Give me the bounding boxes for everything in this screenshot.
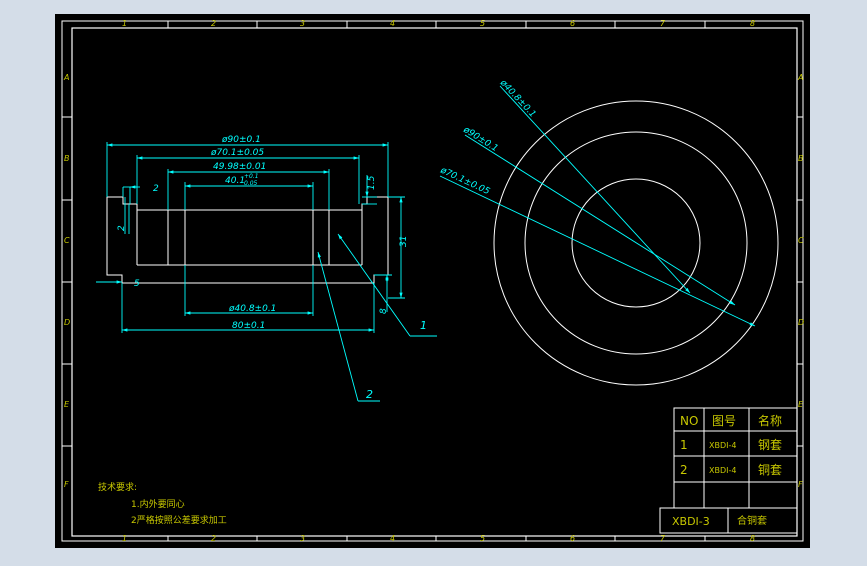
table-row-name: 铜套 (758, 462, 782, 477)
circle-d90 (493, 100, 779, 386)
dim-d70: ø70.1±0.05 (210, 148, 264, 158)
row-label: D (798, 318, 804, 327)
dim-d40-8: ø40.8±0.1 (228, 304, 276, 314)
side-view-geometry (493, 100, 779, 386)
row-label: E (798, 400, 804, 409)
row-labels-left: A B C D E F (63, 73, 70, 489)
col-label: 5 (480, 534, 485, 543)
table-header-code: 图号 (712, 414, 736, 428)
col-label: 2 (211, 19, 216, 28)
outer-border (61, 20, 804, 542)
callout-1: 1 (420, 319, 427, 332)
side-view-dimension-lines (439, 85, 756, 327)
row-labels-right: A B C D E F (797, 73, 804, 489)
column-labels-top: 1 2 3 4 5 6 7 8 (122, 19, 755, 28)
col-label: 3 (300, 19, 305, 28)
col-label: 4 (390, 534, 395, 543)
table-row-name: 钢套 (758, 438, 782, 452)
dim-d40-tol-upper: +0.1 (244, 173, 259, 180)
row-label: D (64, 318, 70, 327)
table-header-no: NO (680, 414, 698, 428)
row-label: F (798, 480, 803, 489)
row-label: B (798, 154, 804, 163)
col-label: 7 (660, 19, 666, 28)
dim-height31: 31 (399, 236, 409, 247)
column-labels-bottom: 1 2 3 4 5 6 7 8 (122, 534, 755, 543)
dim-len80: 80±0.1 (232, 321, 265, 331)
dim-d49: 49.98±0.01 (213, 162, 266, 172)
dim-d40-tol-lower: 0.05 (244, 180, 258, 187)
dim-width2-top: 2 (153, 184, 159, 194)
note-item: 2严格按照公差要求加工 (131, 514, 227, 526)
table-row-code: XBDI-4 (709, 466, 736, 475)
notes-title: 技术要求: (98, 481, 137, 493)
note-item: 1.内外要同心 (131, 498, 185, 510)
row-label: A (797, 73, 803, 82)
dim-d40-main: 40.1 (225, 176, 245, 186)
col-label: 7 (660, 534, 666, 543)
col-label: 8 (750, 534, 755, 543)
drawing-sheet (55, 14, 810, 548)
col-label: 6 (570, 534, 575, 543)
table-header-name: 名称 (758, 413, 782, 428)
title-block-grid (659, 507, 798, 534)
table-row-code: XBDI-4 (709, 441, 736, 450)
parts-table-text: NO 图号 名称 1 XBDI-4 钢套 2 XBDI-4 铜套 (680, 413, 782, 477)
col-label: 6 (570, 19, 575, 28)
table-row-no: 1 (680, 438, 688, 452)
front-view-dimension-lines (96, 142, 437, 402)
row-label: F (64, 480, 69, 489)
circle-d70 (524, 131, 748, 355)
dim-step1-5: 1.5 (367, 175, 377, 190)
technical-notes: 技术要求: 1.内外要同心 2严格按照公差要求加工 (98, 481, 227, 526)
col-label: 4 (390, 19, 395, 28)
drawing-name: 合铜套 (737, 514, 767, 527)
row-label: A (63, 73, 69, 82)
table-row-no: 2 (680, 463, 688, 477)
dim-width5: 5 (134, 279, 140, 289)
callout-2: 2 (366, 388, 373, 401)
row-label: C (798, 236, 804, 245)
col-label: 3 (300, 534, 305, 543)
col-label: 1 (122, 534, 127, 543)
zone-ticks (62, 21, 803, 541)
col-label: 1 (122, 19, 127, 28)
drawing-number: XBDI-3 (672, 515, 710, 528)
circle-d40 (571, 178, 701, 308)
dim-d90: ø90±0.1 (221, 135, 261, 145)
dim-height8: 8 (379, 308, 389, 314)
row-label: B (64, 154, 70, 163)
front-view-dimension-text: ø90±0.1 ø70.1±0.05 49.98±0.01 40.1 +0.1 … (117, 135, 427, 401)
col-label: 8 (750, 19, 755, 28)
col-label: 5 (480, 19, 485, 28)
row-label: C (64, 236, 70, 245)
title-block-text: XBDI-3 合铜套 (672, 514, 767, 528)
row-label: E (64, 400, 70, 409)
dim-width2-side: 2 (117, 225, 127, 231)
col-label: 2 (211, 534, 216, 543)
